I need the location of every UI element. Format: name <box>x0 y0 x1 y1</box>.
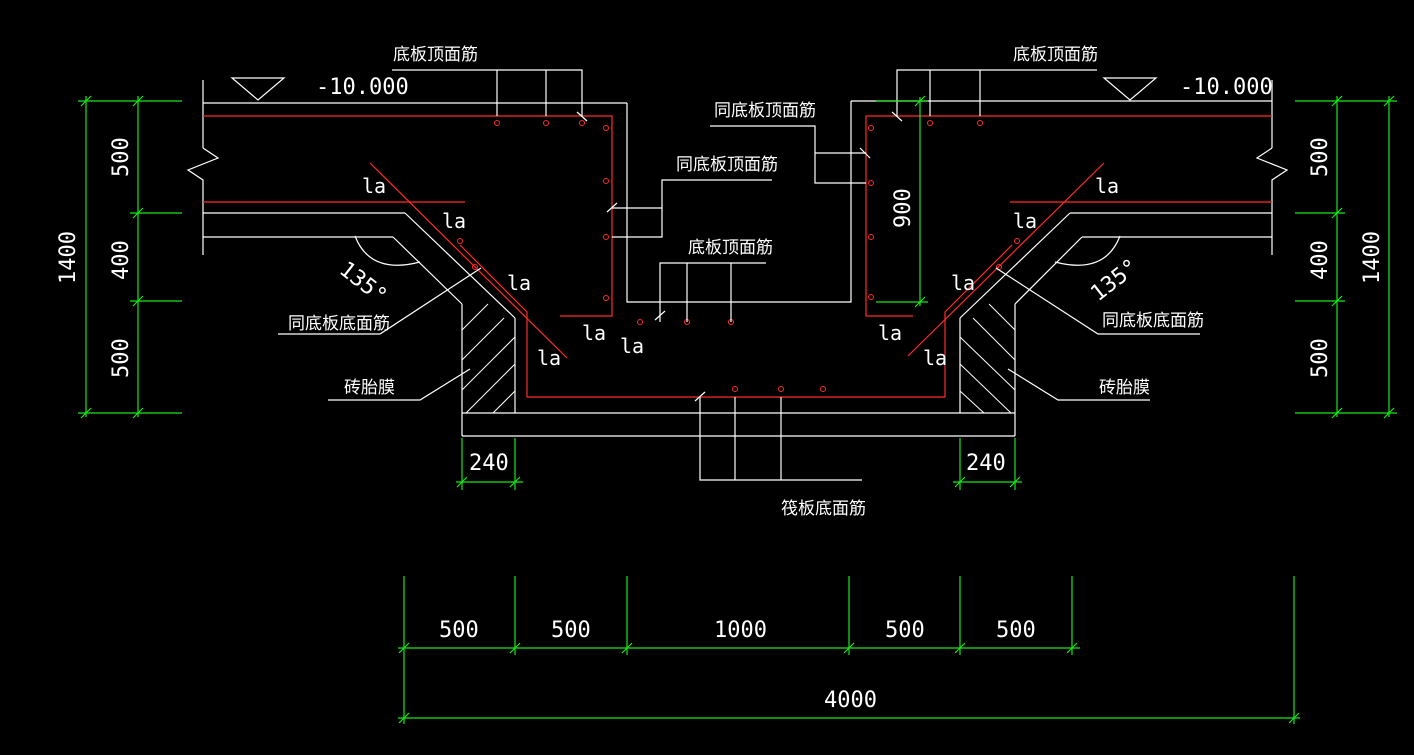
dim-bottom-4: 500 <box>885 618 925 643</box>
rebar-dots <box>457 120 1020 392</box>
dim-left-top: 500 <box>109 137 134 177</box>
anchor-label: la <box>878 321 902 345</box>
label-same-floor-bottom-bar-left: 同底板底面筋 <box>288 314 390 334</box>
brick-formwork-hatch-right <box>959 303 1016 414</box>
dim-bottom-5: 500 <box>996 618 1036 643</box>
label-same-floor-top-bar-2: 同底板顶面筋 <box>676 155 778 175</box>
anchor-label: la <box>1095 174 1119 198</box>
label-raft-bottom-bar: 筏板底面筋 <box>781 499 866 519</box>
anchor-label: la <box>362 174 386 198</box>
anchor-label: la <box>507 271 531 295</box>
anchor-label: la <box>620 334 644 358</box>
elevation-left: -10.000 <box>316 75 409 100</box>
dim-pit-depth: 900 <box>891 188 916 228</box>
anchor-label: la <box>1013 209 1037 233</box>
elevation-marker-right <box>1102 77 1158 101</box>
rebar-lines <box>203 115 1272 398</box>
angle-left: 135° <box>334 257 391 309</box>
dim-wall-left: 240 <box>469 451 509 476</box>
anchor-label: la <box>537 346 561 370</box>
dimension-lines-left <box>78 95 182 419</box>
dim-left-bot: 500 <box>109 338 134 378</box>
dim-bottom-3: 1000 <box>714 618 767 643</box>
dim-left-mid: 400 <box>109 240 134 280</box>
concrete-outline <box>186 80 1289 437</box>
label-floor-top-bar-left: 底板顶面筋 <box>393 45 478 65</box>
dim-wall-right: 240 <box>966 451 1006 476</box>
dim-right-bot: 500 <box>1308 338 1333 378</box>
dimension-lines-bottom <box>398 576 1300 724</box>
dimension-pit-depth <box>876 95 928 308</box>
label-same-floor-bottom-bar-right: 同底板底面筋 <box>1102 311 1204 331</box>
dimension-lines-right <box>1295 95 1397 419</box>
dim-right-top: 500 <box>1308 137 1333 177</box>
dim-bottom-1: 500 <box>439 618 479 643</box>
anchor-label: la <box>582 321 606 345</box>
dimension-wall-right <box>953 438 1022 490</box>
leader-lines <box>278 69 1200 481</box>
brick-formwork-hatch-left <box>461 303 516 414</box>
label-brick-formwork-left: 砖胎膜 <box>344 378 395 398</box>
anchor-label: la <box>442 209 466 233</box>
label-same-floor-top-bar-1: 同底板顶面筋 <box>714 101 816 121</box>
dim-bottom-2: 500 <box>551 618 591 643</box>
anchor-label: la <box>923 346 947 370</box>
dim-left-total: 1400 <box>56 231 81 284</box>
label-brick-formwork-right: 砖胎膜 <box>1099 378 1150 398</box>
label-floor-top-bar-pit: 底板顶面筋 <box>688 238 773 258</box>
elevation-marker-left <box>230 77 286 101</box>
dim-right-total: 1400 <box>1360 231 1385 284</box>
dimension-wall-left <box>456 438 523 490</box>
label-floor-top-bar-right: 底板顶面筋 <box>1013 45 1098 65</box>
dim-right-mid: 400 <box>1308 240 1333 280</box>
elevation-right: -10.000 <box>1180 75 1273 100</box>
anchor-label: la <box>951 271 975 295</box>
dim-bottom-total: 4000 <box>824 688 877 713</box>
